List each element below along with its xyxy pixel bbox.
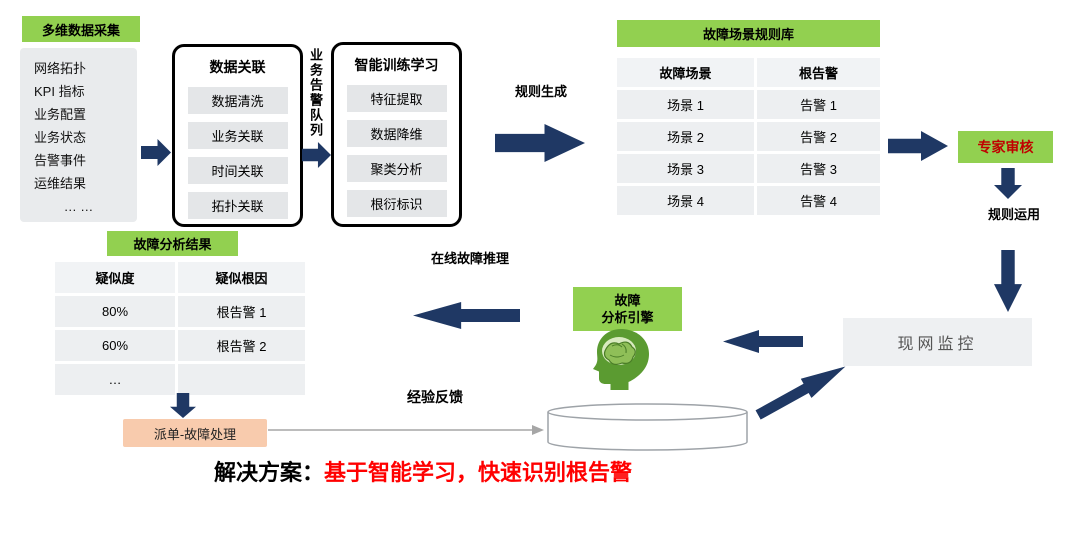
- collection-list: 网络拓扑 KPI 指标 业务配置 业务状态 告警事件 运维结果 … …: [20, 48, 137, 222]
- arrow-collection-to-correlation: [141, 139, 171, 166]
- collection-item: KPI 指标: [34, 84, 85, 99]
- arrow-training-to-rules: [495, 124, 585, 162]
- results-title-tag: 故障分析结果: [107, 231, 238, 256]
- rule-cell: 场景 2: [617, 122, 754, 151]
- alarm-queue-label: 业务告警队列: [308, 48, 323, 138]
- feedback-line-arrow: [268, 423, 545, 435]
- rule-library-row: 场景 4 告警 4: [617, 186, 880, 215]
- rule-library-col-scenario: 故障场景: [617, 58, 754, 87]
- expert-review-box: 专家审核: [958, 131, 1053, 163]
- arrow-engine-to-results: [413, 302, 520, 329]
- collection-item-ellipsis: … …: [63, 199, 94, 214]
- rule-cell: 告警 1: [757, 90, 880, 119]
- result-cell: 根告警 2: [178, 330, 305, 361]
- result-cell: [178, 364, 305, 395]
- collection-item: 业务状态: [34, 130, 87, 145]
- arrow-apply-to-monitoring: [994, 250, 1022, 312]
- engine-label-line1: 故障: [614, 293, 641, 308]
- training-step: 根衍标识: [346, 190, 447, 217]
- results-row: …: [55, 364, 305, 395]
- rule-library-col-rootalarm: 根告警: [757, 58, 880, 87]
- correlation-step: 业务关联: [187, 122, 288, 149]
- training-box: 智能训练学习 特征提取 数据降维 聚类分析 根衍标识: [331, 42, 462, 227]
- result-cell: 80%: [55, 296, 175, 327]
- rule-library-row: 场景 1 告警 1: [617, 90, 880, 119]
- brain-head-icon: [592, 328, 650, 390]
- rule-cell: 场景 3: [617, 154, 754, 183]
- correlation-step: 时间关联: [187, 157, 288, 184]
- training-step: 聚类分析: [346, 155, 447, 182]
- correlation-step: 拓扑关联: [187, 192, 288, 219]
- result-cell: 60%: [55, 330, 175, 361]
- results-table: 疑似度 疑似根因 80% 根告警 1 60% 根告警 2 …: [55, 262, 305, 395]
- rule-apply-label: 规则运用: [987, 207, 1040, 222]
- collection-item: 运维结果: [34, 176, 87, 191]
- rule-library-title-tag: 故障场景规则库: [617, 20, 880, 47]
- rule-library-header-row: 故障场景 根告警: [617, 58, 880, 87]
- collection-title-tag: 多维数据采集: [22, 16, 140, 42]
- rule-cell: 场景 4: [617, 186, 754, 215]
- arrow-knowledge-to-monitoring: [753, 357, 851, 425]
- collection-item: 网络拓扑: [34, 61, 87, 76]
- solution-caption: 解决方案：基于智能学习，快速识别根告警: [214, 455, 632, 487]
- online-inference-label: 在线故障推理: [430, 251, 509, 266]
- rule-cell: 告警 4: [757, 186, 880, 215]
- rule-library-table: 故障场景 根告警 场景 1 告警 1 场景 2 告警 2 场景 3 告警 3 场…: [617, 58, 880, 215]
- monitoring-box: 现网监控: [843, 318, 1032, 366]
- result-cell: …: [55, 364, 175, 395]
- rule-library-row: 场景 2 告警 2: [617, 122, 880, 151]
- results-row: 60% 根告警 2: [55, 330, 305, 361]
- solution-prefix: 解决方案：: [214, 460, 325, 485]
- training-step: 数据降维: [346, 120, 447, 147]
- rule-library-row: 场景 3 告警 3: [617, 154, 880, 183]
- results-header-row: 疑似度 疑似根因: [55, 262, 305, 293]
- arrow-rules-to-expert: [888, 131, 948, 161]
- results-col-rootcause: 疑似根因: [178, 262, 305, 293]
- training-title: 智能训练学习: [354, 57, 439, 73]
- database-cylinder-icon: [545, 402, 750, 452]
- results-row: 80% 根告警 1: [55, 296, 305, 327]
- result-cell: 根告警 1: [178, 296, 305, 327]
- correlation-box: 数据关联 数据清洗 业务关联 时间关联 拓扑关联: [172, 44, 303, 227]
- arrow-results-to-dispatch: [170, 393, 196, 418]
- arrow-queue-to-training: [302, 142, 331, 168]
- rule-cell: 告警 2: [757, 122, 880, 151]
- solution-highlight: 基于智能学习，快速识别根告警: [324, 460, 633, 485]
- results-col-suspicion: 疑似度: [55, 262, 175, 293]
- feedback-label: 经验反馈: [407, 389, 463, 405]
- rule-cell: 告警 3: [757, 154, 880, 183]
- training-step: 特征提取: [346, 85, 447, 112]
- engine-label-line2: 分析引擎: [601, 310, 654, 325]
- rule-cell: 场景 1: [617, 90, 754, 119]
- arrow-expert-to-apply: [994, 168, 1022, 199]
- correlation-step: 数据清洗: [187, 87, 288, 114]
- correlation-title: 数据关联: [209, 59, 266, 75]
- rule-generation-label: 规则生成: [514, 84, 567, 99]
- dispatch-box: 派单-故障处理: [123, 419, 267, 447]
- collection-item: 业务配置: [34, 107, 87, 122]
- collection-item: 告警事件: [34, 153, 87, 168]
- engine-box: 故障 分析引擎: [573, 287, 682, 331]
- arrow-monitoring-to-engine: [723, 330, 803, 353]
